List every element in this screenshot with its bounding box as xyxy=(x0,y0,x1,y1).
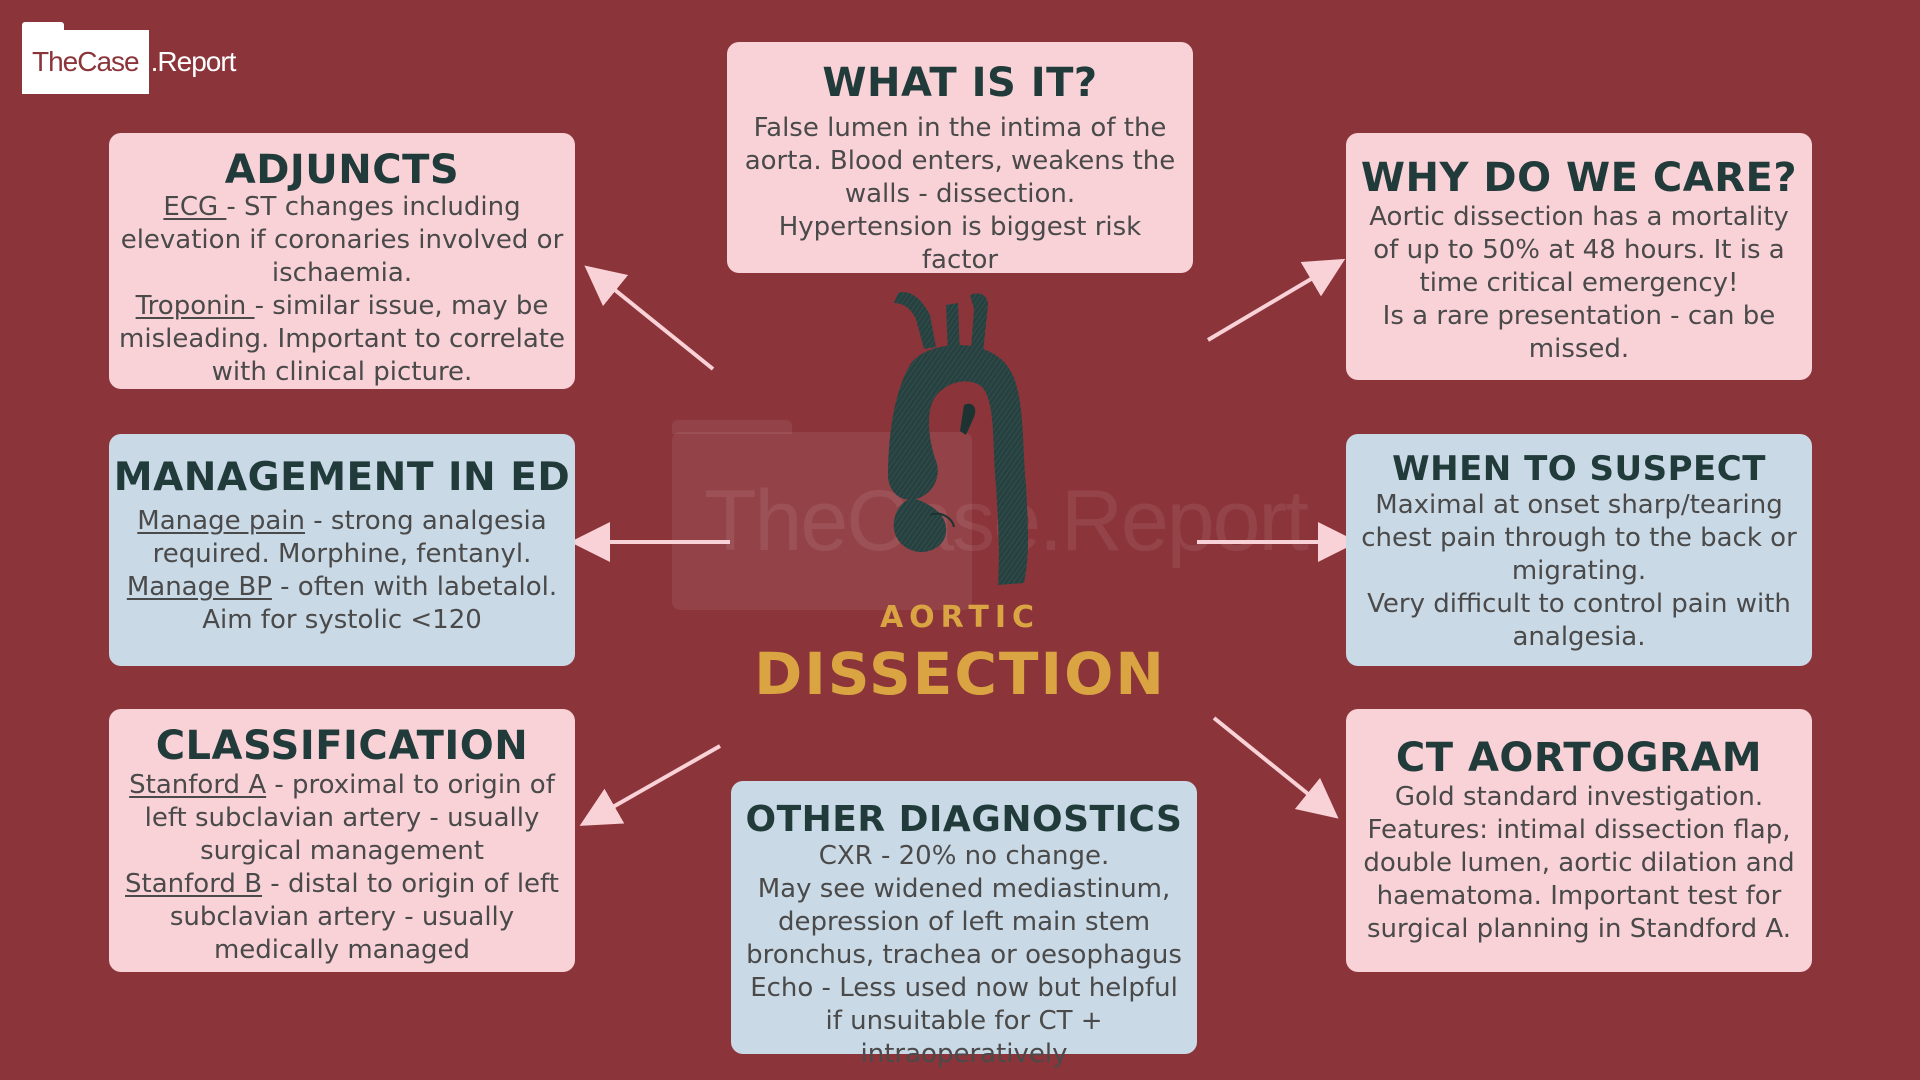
card-line: Is a rare presentation - can be missed. xyxy=(1382,301,1776,364)
card-line: CXR - 20% no change. xyxy=(818,841,1110,872)
card-item: Stanford B - distal to origin of left su… xyxy=(119,868,565,967)
center-title: DISSECTION xyxy=(754,640,1166,708)
item-text: - strong analgesia required. Morphine, f… xyxy=(152,505,547,569)
card-title: ADJUNCTS xyxy=(224,147,460,193)
item-label-troponin: Troponin xyxy=(135,291,255,321)
arrow-to-ct xyxy=(1212,716,1339,819)
item-label-ecg: ECG xyxy=(163,192,227,222)
card-title: MANAGEMENT IN ED xyxy=(113,455,571,500)
card-line: Gold standard investigation. Features: i… xyxy=(1363,782,1795,944)
card-line: Very difficult to control pain with anal… xyxy=(1367,589,1791,653)
card-line: Echo - Less used now but helpful if unsu… xyxy=(750,973,1178,1070)
item-label-manage-bp: Manage BP xyxy=(126,571,272,602)
card-title: OTHER DIAGNOSTICS xyxy=(745,799,1183,840)
item-text: - similar issue, may be misleading. Impo… xyxy=(119,291,565,387)
card-management-in-ed: MANAGEMENT IN ED Manage pain - strong an… xyxy=(109,434,575,666)
item-text: - proximal to origin of left subclavian … xyxy=(144,770,555,866)
card-line: False lumen in the intima of the aorta. … xyxy=(744,113,1176,209)
card-title: WHY DO WE CARE? xyxy=(1360,155,1798,201)
item-label-stanford-b: Stanford B xyxy=(125,869,263,899)
arrow-to-adjuncts xyxy=(584,265,715,371)
card-body: Manage pain - strong analgesia required.… xyxy=(119,505,565,637)
card-body: Stanford A - proximal to origin of left … xyxy=(119,769,565,967)
card-body: ECG - ST changes including elevation if … xyxy=(119,191,565,389)
card-body: Gold standard investigation. Features: i… xyxy=(1356,781,1802,946)
aorta-illustration xyxy=(888,292,1028,585)
logo-text-part2: .Report xyxy=(150,46,237,77)
card-body: CXR - 20% no change. May see widened med… xyxy=(741,840,1187,1071)
arrow-to-classification xyxy=(579,744,721,826)
card-item: Stanford A - proximal to origin of left … xyxy=(119,769,565,868)
item-label-manage-pain: Manage pain xyxy=(137,505,305,536)
arrow-to-why xyxy=(1206,258,1346,342)
card-title: CT AORTOGRAM xyxy=(1395,735,1763,781)
card-body: Maximal at onset sharp/tearing chest pai… xyxy=(1356,489,1802,654)
card-item: ECG - ST changes including elevation if … xyxy=(119,191,565,290)
card-item: Troponin - similar issue, may be mislead… xyxy=(119,290,565,389)
card-line: Hypertension is biggest risk factor xyxy=(778,212,1142,275)
item-text: - often with labetalol. Aim for systolic… xyxy=(202,571,558,635)
card-line: Aortic dissection has a mortality of up … xyxy=(1369,202,1789,298)
card-item: Manage pain - strong analgesia required.… xyxy=(119,505,565,571)
item-label-stanford-a: Stanford A xyxy=(129,770,267,800)
card-classification: CLASSIFICATION Stanford A - proximal to … xyxy=(109,709,575,972)
card-body: False lumen in the intima of the aorta. … xyxy=(737,112,1183,277)
card-what-is-it: WHAT IS IT? False lumen in the intima of… xyxy=(727,42,1193,275)
center-subtitle: AORTIC xyxy=(879,600,1041,635)
card-line: May see widened mediastinum, depression … xyxy=(746,874,1182,971)
card-title: CLASSIFICATION xyxy=(155,723,529,769)
item-text: - distal to origin of left subclavian ar… xyxy=(169,869,559,965)
card-body: Aortic dissection has a mortality of up … xyxy=(1356,201,1802,366)
logo-text-part1: TheCase xyxy=(32,46,140,77)
card-ct-aortogram: CT AORTOGRAM Gold standard investigation… xyxy=(1346,709,1812,972)
card-why-do-we-care: WHY DO WE CARE? Aortic dissection has a … xyxy=(1346,133,1812,380)
card-adjuncts: ADJUNCTS ECG - ST changes including elev… xyxy=(109,133,575,389)
thecase-report-logo[interactable]: TheCase .Report xyxy=(22,22,237,94)
card-title: WHAT IS IT? xyxy=(822,60,1098,106)
card-other-diagnostics: OTHER DIAGNOSTICS CXR - 20% no change. M… xyxy=(731,781,1197,1069)
item-text: - ST changes including elevation if coro… xyxy=(120,192,564,288)
card-title: WHEN TO SUSPECT xyxy=(1392,449,1766,489)
card-item: Manage BP - often with labetalol. Aim fo… xyxy=(119,571,565,637)
card-line: Maximal at onset sharp/tearing chest pai… xyxy=(1361,490,1797,587)
logo-folder-badge: TheCase xyxy=(22,22,149,94)
card-when-to-suspect: WHEN TO SUSPECT Maximal at onset sharp/t… xyxy=(1346,434,1812,666)
